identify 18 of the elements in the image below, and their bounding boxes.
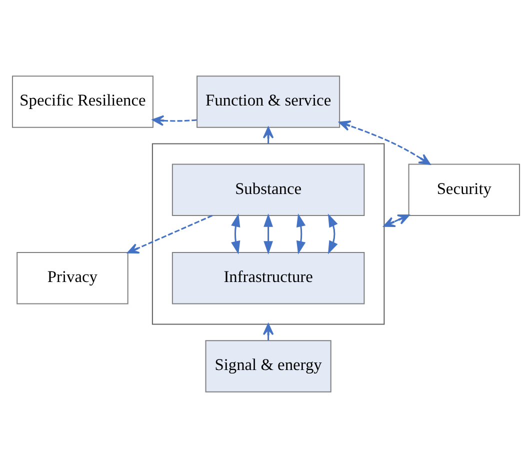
arrow: [383, 214, 410, 227]
arrow: [152, 115, 197, 126]
node-box: Infrastructure: [172, 252, 365, 304]
arrow: [264, 213, 273, 254]
arrow: [127, 214, 213, 254]
arrow: [262, 323, 274, 340]
arrow: [262, 126, 274, 144]
arrow: [296, 214, 306, 254]
node-box: Specific Resilience: [12, 76, 154, 128]
node-box: Substance: [172, 164, 365, 216]
cluster: [152, 143, 385, 325]
node-box: Privacy: [16, 252, 128, 304]
arrow: [338, 120, 430, 165]
node-box: Security: [408, 164, 520, 216]
node-box: Function & service: [196, 76, 340, 128]
node-box: Signal & energy: [205, 340, 332, 392]
arrow: [328, 214, 338, 254]
arrow: [231, 214, 240, 254]
